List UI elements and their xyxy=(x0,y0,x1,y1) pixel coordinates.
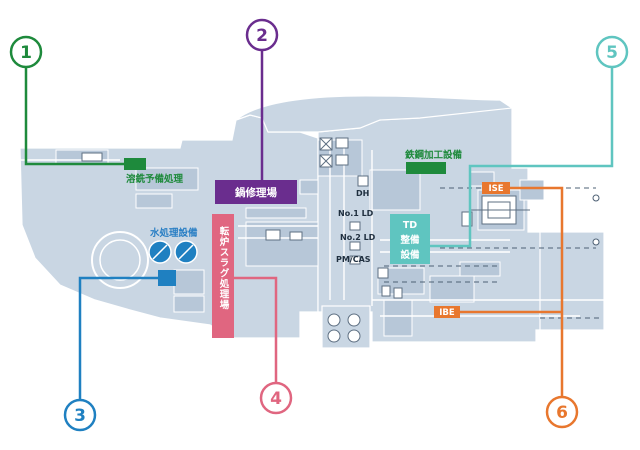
callout-1: 1 xyxy=(9,35,43,69)
leader-line-3 xyxy=(78,276,158,402)
callout-number-5: 5 xyxy=(606,43,618,63)
ladle-repair-box xyxy=(215,180,297,204)
callout-number-1: 1 xyxy=(20,43,32,63)
callout-4: 4 xyxy=(259,381,293,415)
label-steel-processing: 鉄鋼加工設備 xyxy=(405,149,463,161)
label-no2-ld: No.2 LD xyxy=(340,233,376,242)
callout-circle-3 xyxy=(63,398,97,432)
leader-line-6a xyxy=(510,186,564,398)
ibe-box xyxy=(434,306,460,318)
facility-boxes xyxy=(124,158,510,338)
label-td-line3: 設備 xyxy=(400,249,420,261)
label-ibe: IBE xyxy=(439,308,455,318)
leader-lines xyxy=(24,50,614,402)
hot-metal-pretreatment-box xyxy=(124,158,146,170)
label-slag-processing: 転炉スラグ処理場 xyxy=(218,225,231,310)
callout-number-3: 3 xyxy=(74,406,86,426)
leader-line-1 xyxy=(24,68,124,166)
label-dh: DH xyxy=(356,189,369,198)
label-water-treatment: 水処理設備 xyxy=(150,227,198,239)
callout-3: 3 xyxy=(63,398,97,432)
steel-processing-box xyxy=(406,162,446,174)
callout-circle-6 xyxy=(545,395,579,429)
facility-labels: 溶銑予備処理 鍋修理場 水処理設備 転炉スラグ処理場 鉄鋼加工設備 TD 整備 … xyxy=(126,149,504,318)
label-ise: ISE xyxy=(488,184,503,194)
callout-2: 2 xyxy=(245,18,279,52)
callout-circle-4 xyxy=(259,381,293,415)
leader-line-4 xyxy=(234,276,278,384)
callout-number-2: 2 xyxy=(256,26,268,46)
callout-number-6: 6 xyxy=(556,403,568,423)
label-hot-metal-pretreatment: 溶銑予備処理 xyxy=(126,173,184,185)
td-maintenance-box xyxy=(390,214,430,264)
equipment-marks xyxy=(81,137,530,343)
label-no1-ld: No.1 LD xyxy=(338,209,374,218)
slag-processing-box xyxy=(212,214,234,338)
label-pm-cas: PM/CAS xyxy=(336,255,371,264)
leader-line-5 xyxy=(430,68,614,248)
callout-number-4: 4 xyxy=(270,389,282,409)
callout-circle-5 xyxy=(595,35,629,69)
water-treatment-box xyxy=(158,270,176,286)
label-td-line2: 整備 xyxy=(399,234,420,246)
ise-box xyxy=(482,182,510,194)
callout-5: 5 xyxy=(595,35,629,69)
label-ladle-repair: 鍋修理場 xyxy=(235,186,277,199)
callout-circle-2 xyxy=(245,18,279,52)
label-td-line1: TD xyxy=(403,220,417,231)
callout-6: 6 xyxy=(545,395,579,429)
callout-circle-1 xyxy=(9,35,43,69)
